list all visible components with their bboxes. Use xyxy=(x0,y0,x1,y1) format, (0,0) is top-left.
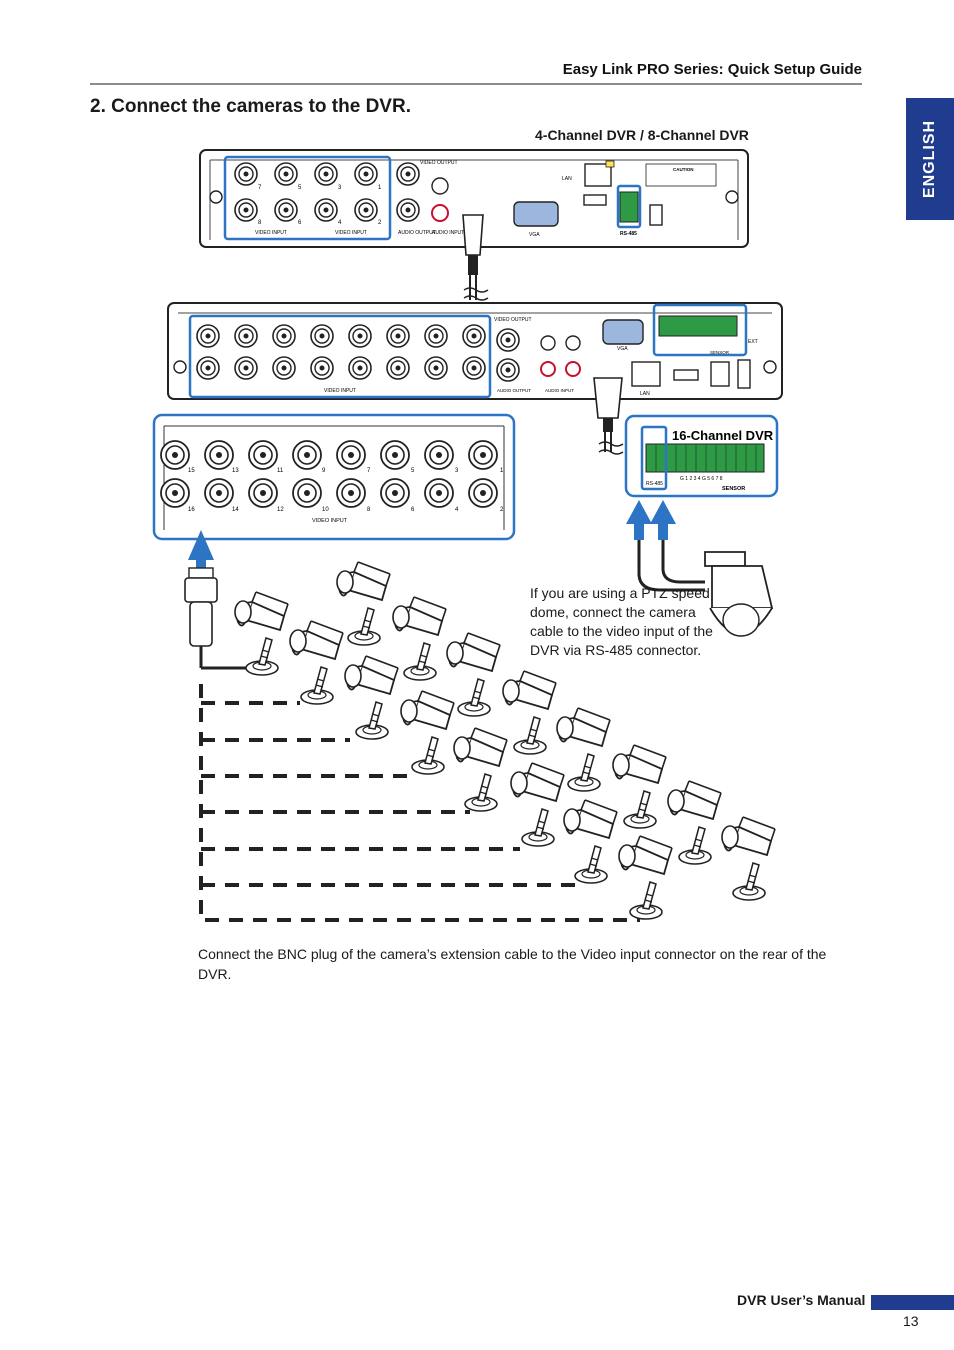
sensor-pins-label: G 1 2 3 4 G 5 6 7 8 xyxy=(680,476,723,482)
dvr-16-terminal-highlight xyxy=(652,303,748,357)
page-number: 13 xyxy=(903,1313,919,1329)
ch-label: 3 xyxy=(455,468,459,474)
ch-label: 10 xyxy=(322,507,329,513)
lan-label: LAN xyxy=(562,176,572,182)
video-input-label: VIDEO INPUT xyxy=(255,230,287,236)
zoom-video-input-panel: 15 13 11 9 7 5 3 1 16 14 12 10 8 6 4 2 V… xyxy=(152,413,516,541)
ch-label: 6 xyxy=(298,220,302,226)
audio-output-label: AUDIO OUTPUT xyxy=(497,388,531,393)
video-input-label: VIDEO INPUT xyxy=(312,518,348,524)
ch-label: 12 xyxy=(277,507,284,513)
ch-label: 15 xyxy=(188,468,195,474)
ch-label: 5 xyxy=(411,468,415,474)
ext-label: EXT xyxy=(748,339,758,345)
ptz-note: If you are using a PTZ speed dome, conne… xyxy=(530,585,713,658)
diagram-caption: Connect the BNC plug of the camera’s ext… xyxy=(198,946,827,982)
dvr-small-rear-panel: 7 5 3 1 8 6 4 2 VIDEO INPUT VIDEO INPUT … xyxy=(199,149,749,301)
ch-label: 2 xyxy=(378,220,382,226)
dvr-small-rs485-highlight xyxy=(616,184,642,229)
language-tab: ENGLISH xyxy=(906,98,954,220)
connection-arrows xyxy=(188,500,676,574)
ptz-dome-camera xyxy=(704,551,774,637)
camera-cables xyxy=(199,684,640,922)
ch-label: 11 xyxy=(277,468,284,474)
zoom-terminal-panel: 16-Channel DVR RS-485 G 1 2 3 4 G 5 6 7 … xyxy=(624,414,779,498)
bnc-plug xyxy=(184,567,218,668)
ch-label: 5 xyxy=(298,185,302,191)
ch-label: 4 xyxy=(455,507,459,513)
ch-label: 2 xyxy=(500,507,504,513)
video-input-label: VIDEO INPUT xyxy=(324,388,356,394)
video-output-label: VIDEO OUTPUT xyxy=(420,160,458,166)
audio-output-label: AUDIO OUTPUT xyxy=(398,230,436,236)
ch-label: 9 xyxy=(322,468,326,474)
dvr-small-video-input-highlight xyxy=(223,155,392,241)
dvr-16-video-input-highlight xyxy=(188,314,492,399)
dvr-16-rear-panel: VIDEO INPUT VIDEO OUTPUT AUDIO OUTPUT AU… xyxy=(167,302,783,455)
ch-label: 1 xyxy=(500,468,504,474)
dvr-small-label: 4-Channel DVR / 8-Channel DVR xyxy=(535,127,749,143)
manual-title: DVR User’s Manual xyxy=(737,1292,866,1308)
dvr-small-video-inputs: 7 5 3 1 8 6 4 2 VIDEO INPUT VIDEO INPUT xyxy=(234,162,382,236)
audio-input-label: AUDIO INPUT xyxy=(432,230,464,236)
ch-label: 3 xyxy=(338,185,342,191)
video-input-label: VIDEO INPUT xyxy=(335,230,367,236)
ch-label: 6 xyxy=(411,507,415,513)
zoom-rs485-highlight xyxy=(640,425,668,491)
lan-label: LAN xyxy=(640,391,650,397)
ch-label: 4 xyxy=(338,220,342,226)
header-divider xyxy=(90,83,862,85)
vga-label: VGA xyxy=(617,346,628,352)
caution-label: CAUTION xyxy=(673,167,694,172)
dvr-16-label: 16-Channel DVR xyxy=(672,428,774,443)
rs485-label: RS-485 xyxy=(646,481,663,487)
section-title: 2. Connect the cameras to the DVR. xyxy=(90,96,411,117)
ch-label: 8 xyxy=(258,220,262,226)
audio-input-label: AUDIO INPUT xyxy=(545,388,574,393)
ch-label: 13 xyxy=(232,468,239,474)
vga-label: VGA xyxy=(529,232,540,238)
video-output-label: VIDEO OUTPUT xyxy=(494,317,532,323)
ch-label: 1 xyxy=(378,185,382,191)
footer-accent-bar xyxy=(871,1295,954,1310)
sensor-label: SENSOR xyxy=(722,486,745,492)
ch-label: 16 xyxy=(188,507,195,513)
ch-label: 7 xyxy=(367,468,371,474)
sensor-label: SENSOR xyxy=(710,350,730,355)
guide-title: Easy Link PRO Series: Quick Setup Guide xyxy=(562,61,862,78)
ch-label: 7 xyxy=(258,185,262,191)
ch-label: 14 xyxy=(232,507,239,513)
ch-label: 8 xyxy=(367,507,371,513)
rs485-label: RS-485 xyxy=(620,231,637,237)
